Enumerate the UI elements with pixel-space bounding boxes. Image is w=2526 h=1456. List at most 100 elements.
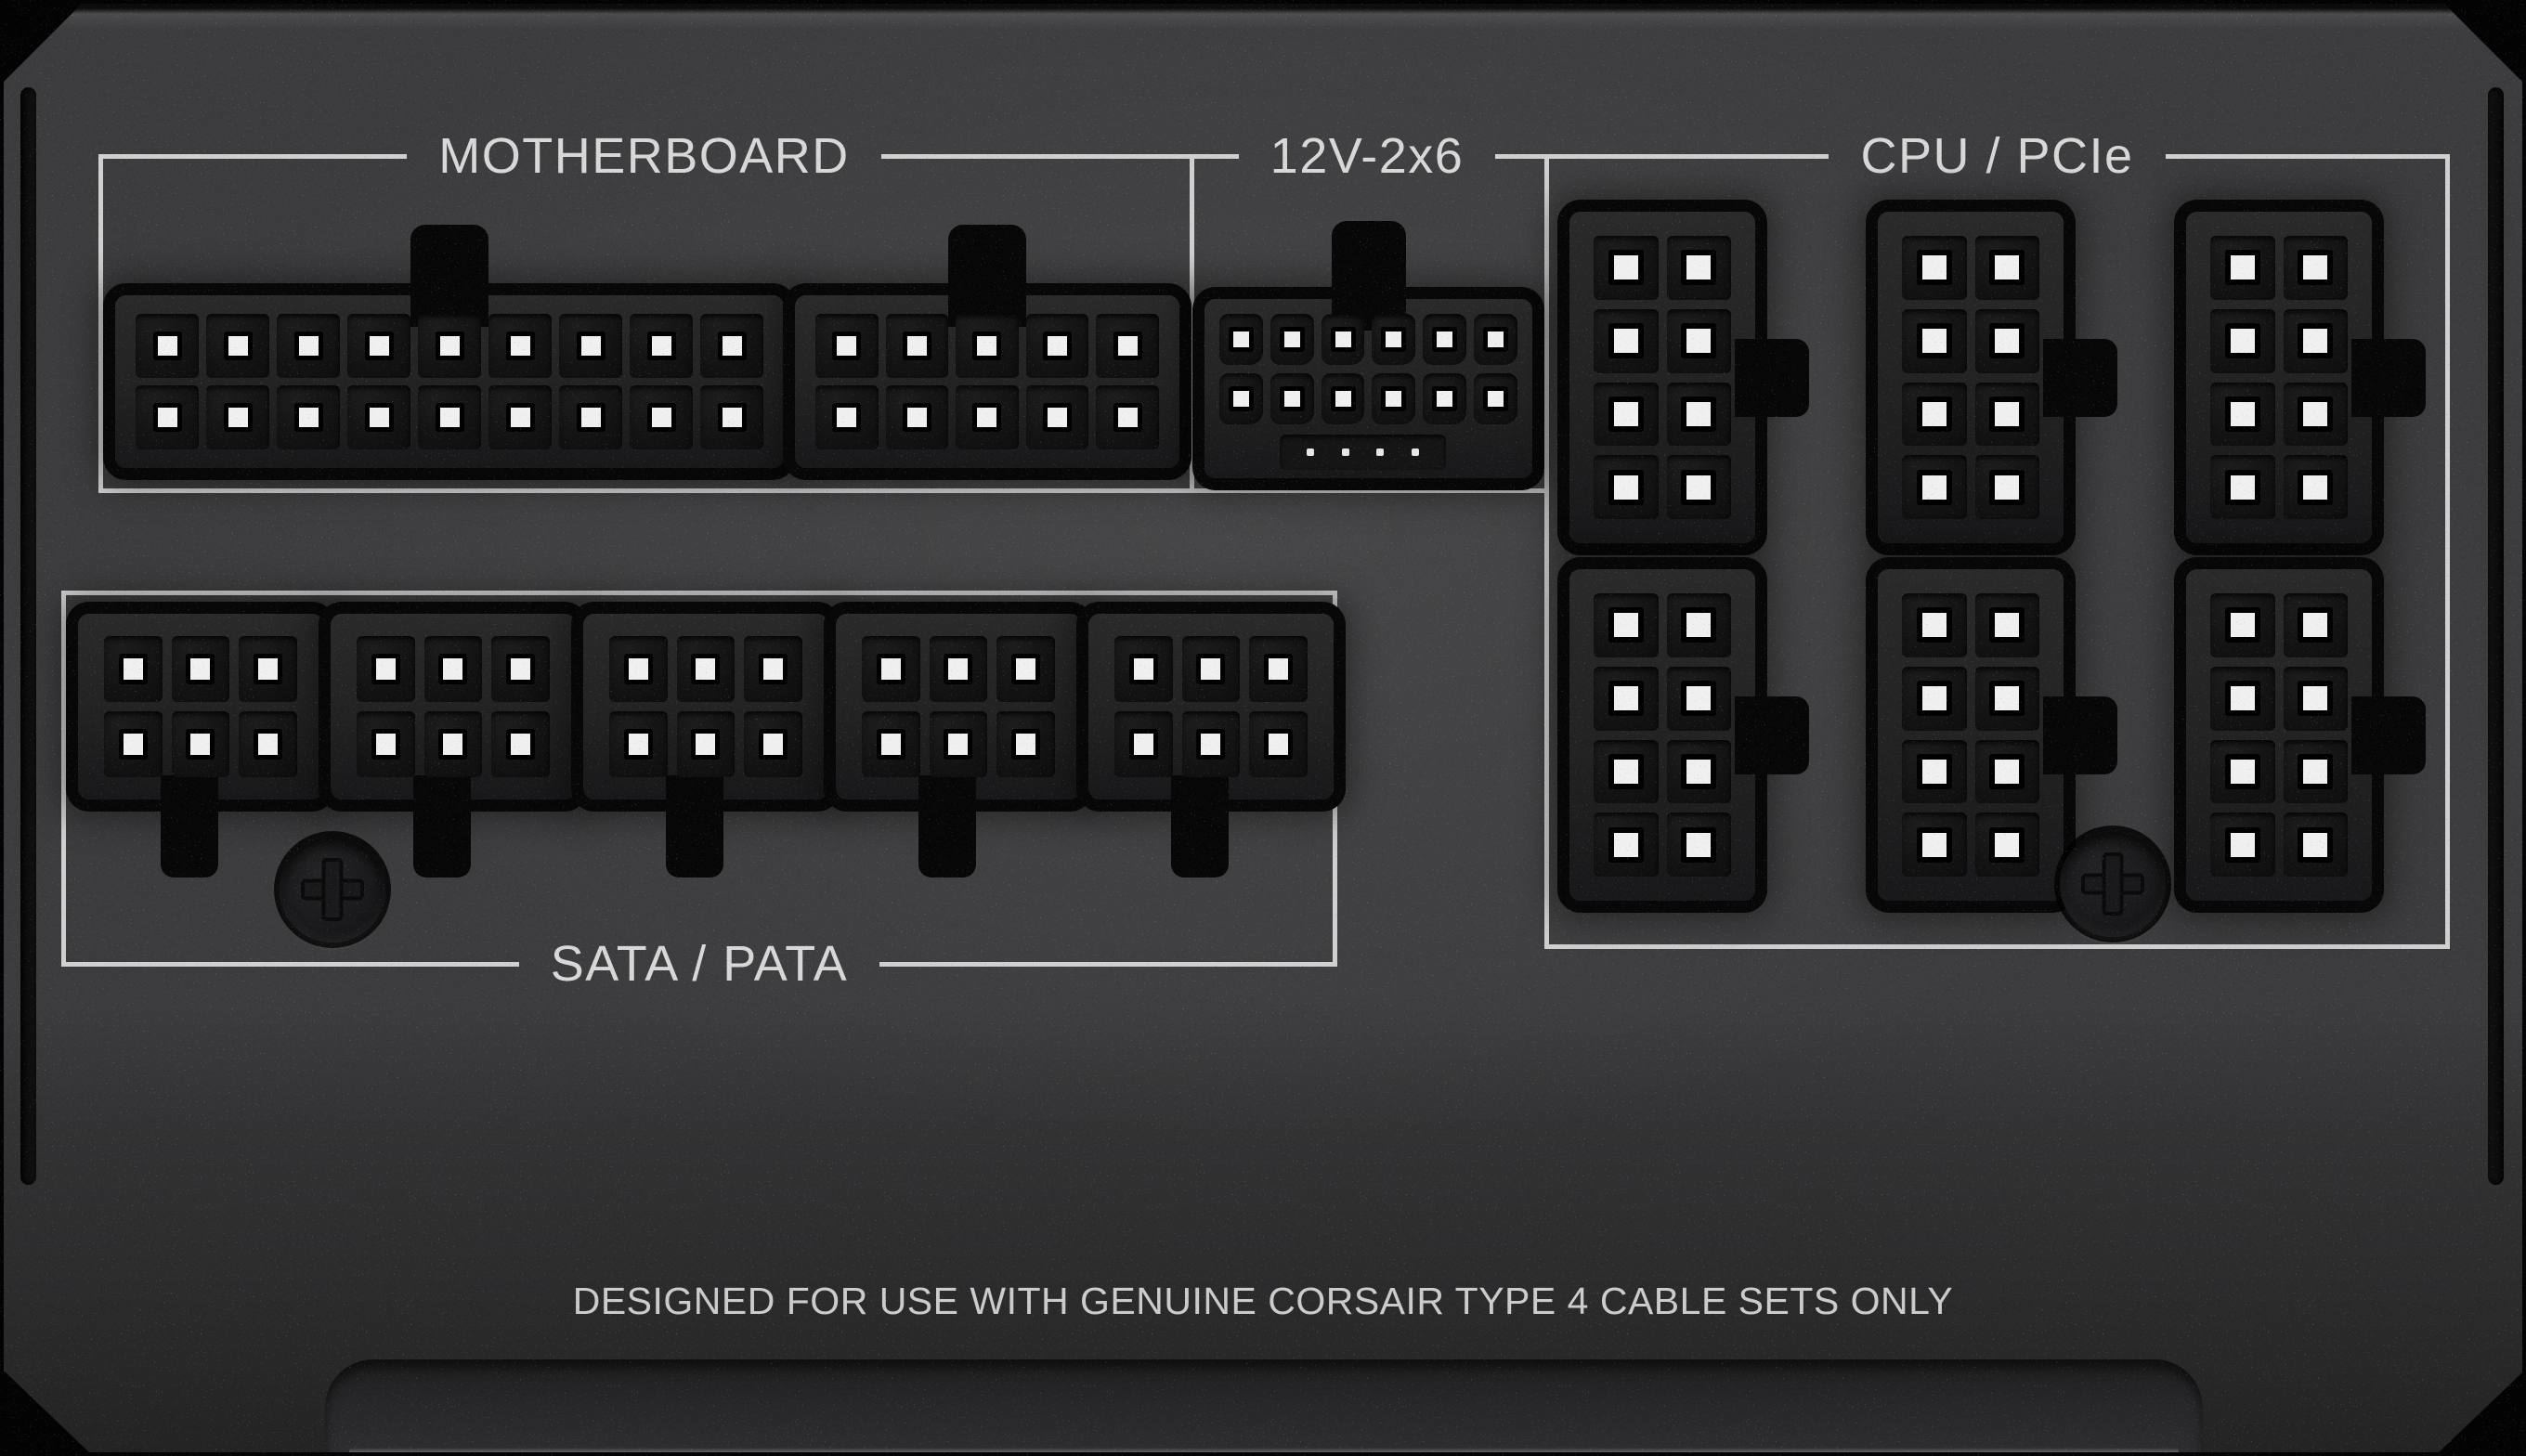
pin-cavity <box>423 636 483 702</box>
pin-cavity <box>1666 739 1731 804</box>
pin-contact <box>364 332 394 360</box>
cable-compatibility-notice: DESIGNED FOR USE WITH GENUINE CORSAIR TY… <box>572 1280 1954 1322</box>
pin-contact <box>1279 386 1305 411</box>
pin-cavity <box>815 314 879 378</box>
connector-cpu-pcie-8-pin <box>1569 212 1809 543</box>
pin-cavity <box>744 636 802 702</box>
pin-contact <box>876 729 905 760</box>
pin-contact <box>1011 654 1041 684</box>
pin-cavity <box>491 636 550 702</box>
pin-contact <box>1916 607 1952 644</box>
pin-contact <box>1681 469 1717 505</box>
pin-contact <box>2298 469 2334 505</box>
pin-contact <box>1916 753 1952 789</box>
sense-pin-contact <box>1376 448 1385 456</box>
pin-contact <box>505 332 535 360</box>
connector-peripheral-6-pin <box>836 614 1081 878</box>
pin-cavity <box>1372 373 1416 424</box>
pin-cavity <box>1219 314 1263 365</box>
pin-cavity <box>2210 593 2275 657</box>
pin-cavity <box>609 636 668 702</box>
pin-contact <box>2224 826 2260 863</box>
pin-contact <box>832 403 862 432</box>
pin-cavity <box>630 314 693 378</box>
pin-contact <box>2224 681 2260 717</box>
connector-peripheral-6-pin <box>583 614 828 878</box>
pin-contact <box>506 729 536 760</box>
box-border-segment <box>98 488 1190 493</box>
pin-contact <box>438 654 468 684</box>
pin-cavity <box>1181 711 1241 777</box>
pin-contact <box>691 654 721 684</box>
connector-cpu-pcie-8-pin <box>1569 569 1809 901</box>
pin-contact <box>1196 654 1226 684</box>
box-border-segment <box>1190 156 1194 493</box>
box-border-segment <box>61 591 1337 595</box>
pin-cavity <box>1666 593 1731 657</box>
pin-cavity <box>239 636 297 702</box>
pin-cavity <box>1974 593 2039 657</box>
pin-contact <box>1681 250 1717 286</box>
pin-contact <box>759 654 788 684</box>
pin-cavity <box>1666 666 1731 731</box>
pin-cavity <box>2283 455 2348 519</box>
pin-contact <box>2298 396 2334 432</box>
pin-cavity <box>2283 739 2348 804</box>
pin-contact <box>2298 681 2334 717</box>
pin-grid <box>836 614 1081 800</box>
pin-cavity <box>418 385 481 449</box>
pin-cavity <box>929 711 988 777</box>
pin-contact <box>1916 323 1952 359</box>
pin-cavity <box>1902 812 1967 877</box>
pin-contact <box>2224 323 2260 359</box>
pin-cavity <box>1114 636 1173 702</box>
box-border-segment <box>61 961 519 967</box>
pin-cavity <box>1666 236 1731 300</box>
pin-contact <box>2224 469 2260 505</box>
right-edge-groove <box>2488 87 2504 1185</box>
pin-contact <box>623 654 653 684</box>
pin-contact <box>293 403 323 432</box>
pin-cavity <box>1025 385 1089 449</box>
pin-contact <box>1608 753 1644 789</box>
pin-cavity <box>491 711 550 777</box>
pin-cavity <box>1594 739 1659 804</box>
sense-pin-strip <box>1280 435 1446 470</box>
sense-pin-contact <box>1411 448 1419 456</box>
pin-contact <box>1011 729 1041 760</box>
pin-contact <box>1681 826 1717 863</box>
pin-cavity <box>171 711 230 777</box>
pin-contact <box>506 654 536 684</box>
pin-contact <box>2224 753 2260 789</box>
pin-grid <box>2186 569 2372 901</box>
pin-cavity <box>2283 382 2348 447</box>
pin-grid <box>115 295 784 468</box>
pin-cavity <box>1423 314 1467 365</box>
connector-12v-2x6 <box>1204 221 1532 478</box>
connector-atx-18-pin <box>115 225 784 468</box>
pin-contact <box>435 403 464 432</box>
pin-cavity <box>609 711 668 777</box>
pin-cavity <box>885 385 949 449</box>
pin-contact <box>1264 729 1294 760</box>
pin-contact <box>1681 753 1717 789</box>
pin-cavity <box>357 636 415 702</box>
pin-cavity <box>136 314 199 378</box>
pin-contact <box>186 654 215 684</box>
pin-contact <box>435 332 464 360</box>
box-border-segment <box>61 591 66 964</box>
pin-cavity <box>1902 455 1967 519</box>
pin-cavity <box>1594 593 1659 657</box>
pin-contact <box>1608 826 1644 863</box>
pin-cavity <box>488 314 552 378</box>
pin-contact <box>1916 469 1952 505</box>
pin-contact <box>1989 250 2025 286</box>
pin-cavity <box>1249 711 1308 777</box>
pin-cavity <box>1974 236 2039 300</box>
pin-grid <box>795 295 1179 468</box>
box-border-segment <box>1544 156 1549 949</box>
pin-cavity <box>1594 236 1659 300</box>
pin-cavity <box>2210 455 2275 519</box>
pin-contact <box>1264 654 1294 684</box>
